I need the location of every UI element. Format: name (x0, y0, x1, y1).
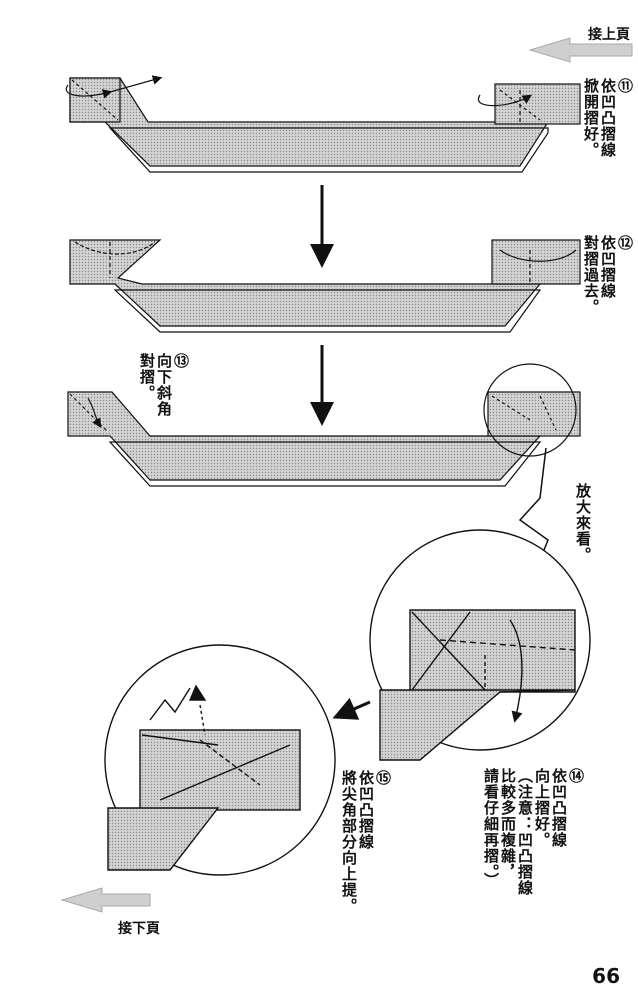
step-12-line-1: 依凹摺線 (599, 235, 617, 299)
step-15-text: ⑮ 依凹凸摺線 將尖角部分向上提。 (340, 770, 392, 914)
step-13-diagram (67, 363, 581, 487)
step-12-text: ⑫ 依凹摺線 對摺過去。 (582, 235, 634, 315)
step-13-text: ⑬ 向下斜角 對摺。 (138, 353, 190, 417)
step-14-line-4: 比較多而複雜， (499, 768, 517, 880)
step-15-number: ⑮ (374, 770, 392, 786)
step-14-line-2: 向上摺好。 (533, 768, 551, 848)
step-15-line-1: 依凹凸摺線 (357, 770, 375, 850)
nav-next-bottom-label: 接下頁 (118, 921, 160, 937)
page-number: 66 (592, 964, 620, 988)
next-page-arrow-icon[interactable] (528, 37, 633, 63)
step-14-line-3: （注意：凹凸摺線 (516, 768, 534, 896)
step-15-diagram (104, 644, 336, 876)
step-12-number: ⑫ (616, 235, 634, 251)
step-12-diagram (69, 239, 581, 333)
zoom-note: 放大來看。 (574, 483, 592, 563)
step-14-number: ⑭ (567, 768, 585, 784)
zoom-connector-icon (518, 447, 549, 561)
step-14-text: ⑭ 依凹凸摺線 向上摺好。 （注意：凹凸摺線 比較多而複雜， 請看仔細再摺。） (482, 768, 585, 896)
step-11-line-2: 掀開摺好。 (582, 78, 600, 158)
nav-next-top-label: 接上頁 (588, 27, 630, 43)
left-arrow-icon (332, 697, 371, 720)
step-11-text: ⑪ 依凹凸摺線 掀開摺好。 (582, 78, 634, 158)
prev-page-arrow-icon[interactable] (60, 887, 151, 913)
step-12-line-2: 對摺過去。 (582, 235, 600, 315)
step-15-line-2: 將尖角部分向上提。 (340, 770, 358, 914)
step-14-diagram (369, 529, 591, 761)
step-13-line-1: 向下斜角 (155, 353, 173, 417)
step-13-number: ⑬ (172, 353, 190, 369)
step-11-line-1: 依凹凸摺線 (599, 78, 617, 158)
step-13-line-2: 對摺。 (138, 353, 156, 401)
step-11-diagram (65, 75, 581, 173)
step-14-line-5: 請看仔細再摺。） (482, 768, 500, 889)
step-14-line-1: 依凹凸摺線 (550, 768, 568, 848)
step-11-number: ⑪ (616, 78, 634, 94)
